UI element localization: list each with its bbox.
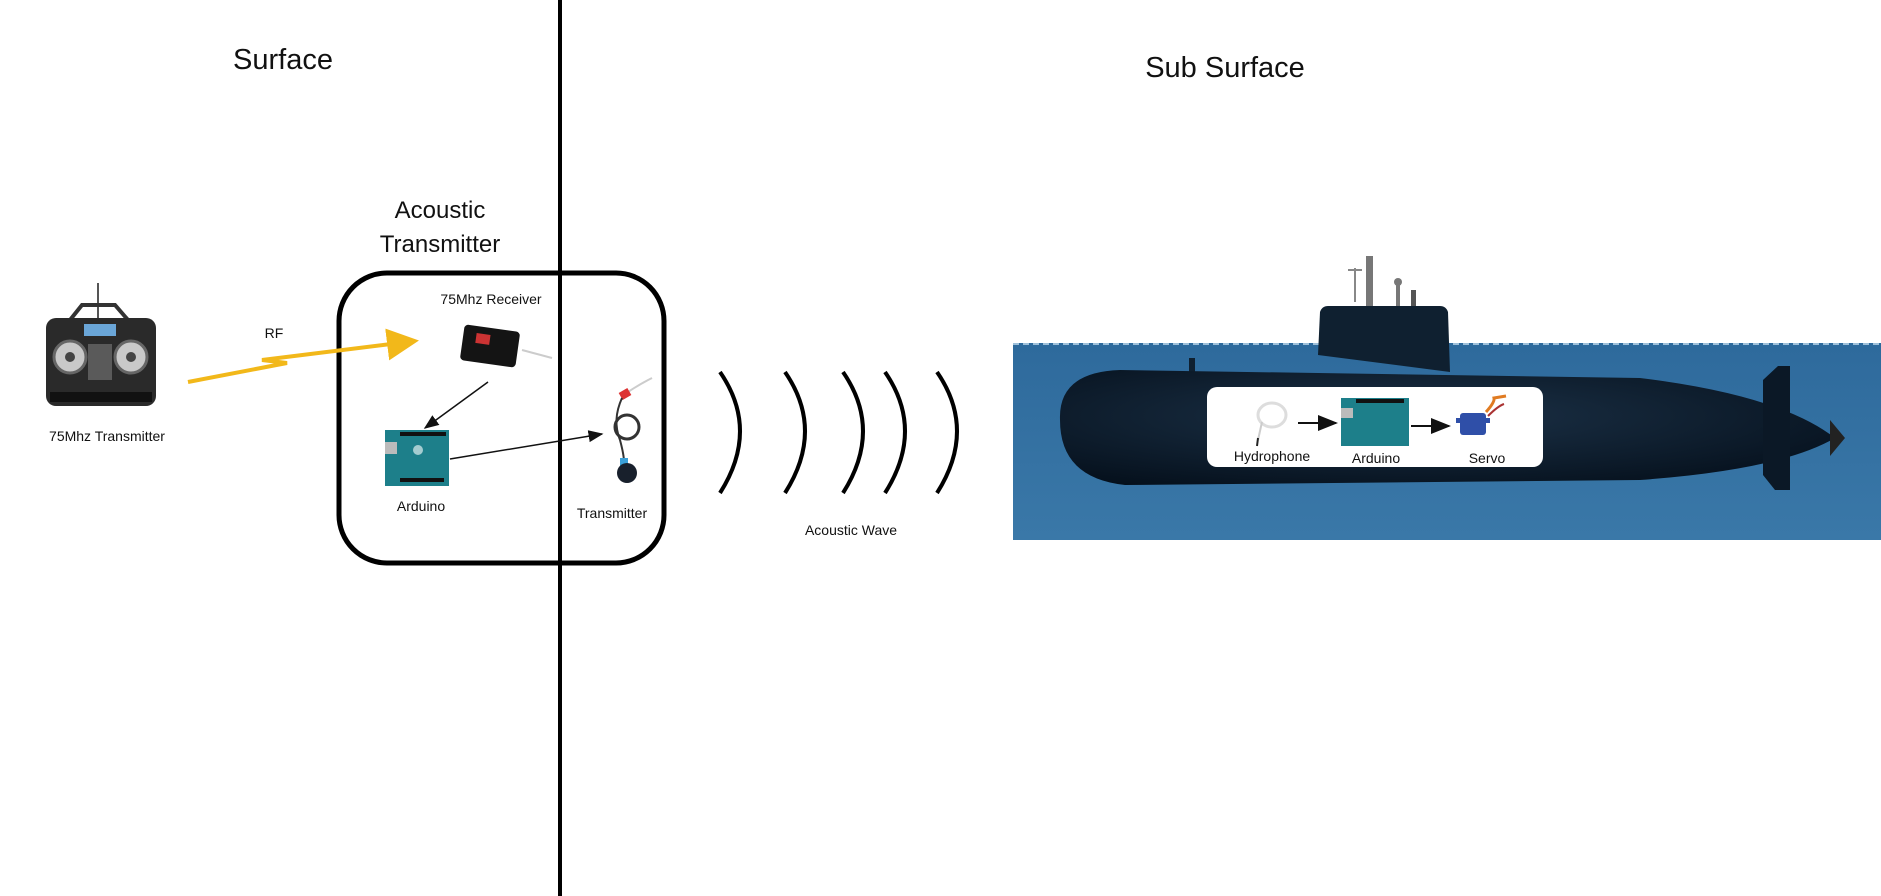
receiver-icon	[460, 324, 553, 368]
rc-transmitter-label: 75Mhz Transmitter	[49, 428, 165, 444]
hydrophone-label: Hydrophone	[1233, 448, 1311, 464]
sub-arduino-board-icon	[1341, 398, 1409, 446]
rf-label: RF	[264, 325, 284, 341]
rf-link-arrow	[187, 328, 419, 384]
sub-arduino-label: Arduino	[1351, 450, 1401, 466]
receiver-label: 75Mhz Receiver	[440, 291, 542, 307]
acoustic-waves	[718, 370, 959, 495]
acoustic-wave-arc	[841, 370, 865, 495]
acoustic-wave-arc	[935, 370, 959, 495]
transducer-icon	[613, 377, 653, 483]
acoustic-wave-arc	[783, 370, 807, 495]
servo-label: Servo	[1468, 450, 1506, 466]
arduino-to-transmitter-arrow	[449, 430, 604, 460]
receiver-to-arduino-arrow	[423, 381, 489, 429]
servo-icon	[1456, 394, 1507, 435]
arduino-label: Arduino	[396, 498, 446, 514]
acoustic-wave-arc	[718, 370, 742, 495]
rc-transmitter-icon	[46, 283, 156, 406]
acoustic-wave-label: Acoustic Wave	[804, 522, 898, 538]
transmitter-label: Transmitter	[576, 505, 648, 521]
acoustic-transmitter-title-line1: Acoustic	[394, 197, 486, 224]
arduino-board-icon	[385, 430, 449, 486]
hydrophone-icon	[1256, 401, 1288, 447]
acoustic-transmitter-title-line2: Transmitter	[379, 231, 501, 258]
acoustic-transmitter-box	[336, 270, 667, 566]
sub-surface-region-label: Sub Surface	[1145, 52, 1305, 84]
acoustic-transmitter-title: Acoustic Transmitter	[380, 194, 500, 262]
acoustic-wave-arc	[883, 370, 907, 495]
surface-region-label: Surface	[233, 44, 333, 76]
